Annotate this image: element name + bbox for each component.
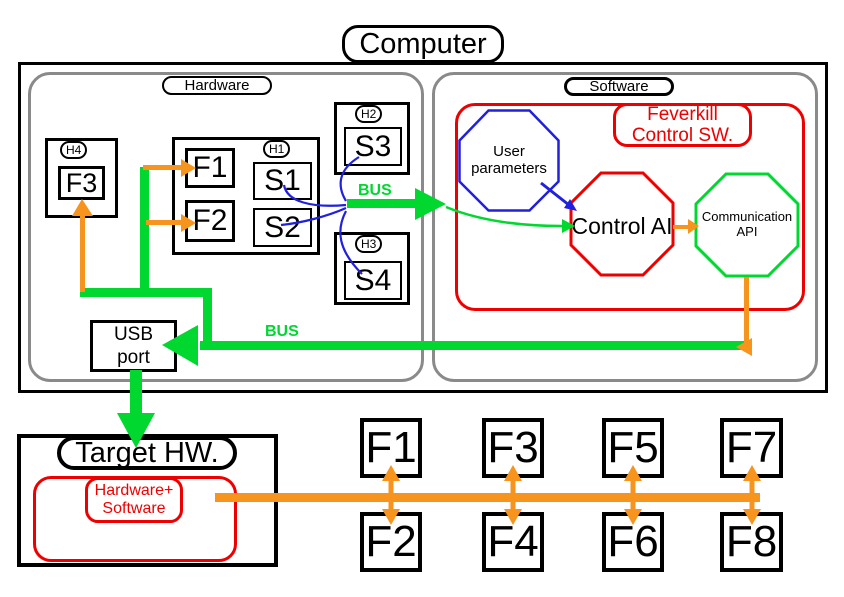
usb-label-line2: port	[117, 347, 150, 368]
h3-tag: H3	[355, 235, 383, 253]
s4-box: S4	[344, 261, 402, 300]
fbox-f6-label: F6	[607, 517, 659, 566]
software-panel-label: Software	[589, 78, 649, 95]
h2-tag: H2	[355, 105, 383, 123]
fbox-f8-label: F8	[725, 517, 778, 566]
s1-box: S1	[253, 162, 312, 200]
f2-box: F2	[185, 200, 235, 242]
target-inner-label-frame: Hardware+ Software	[85, 477, 183, 523]
fbox-f2-label: F2	[365, 517, 417, 566]
s2-box: S2	[253, 208, 312, 247]
bus-label-bottom: BUS	[265, 323, 299, 340]
software-panel-label-frame: Software	[564, 77, 674, 96]
target-inner-line1: Hardware+	[94, 482, 174, 499]
fbox-f3-label: F3	[487, 423, 539, 472]
fbox-f4: F4	[482, 512, 544, 572]
software-panel	[432, 72, 818, 382]
target-inner-line2: Software	[102, 500, 166, 517]
user-parameters-label: User parameters	[471, 143, 547, 178]
f2-label: F2	[192, 204, 228, 237]
h4-tag: H4	[60, 141, 88, 159]
user-parameters-line1: User	[493, 142, 525, 160]
s1-label: S1	[264, 164, 301, 197]
fbox-f6: F6	[602, 512, 664, 572]
s3-label: S3	[354, 129, 392, 163]
feverkill-label-frame: Feverkill Control SW.	[613, 103, 752, 147]
communication-api-label: Communication API	[701, 209, 793, 240]
bus-label-top: BUS	[358, 182, 392, 199]
fbox-f4-label: F4	[487, 517, 539, 566]
h1-tag: H1	[263, 140, 291, 158]
control-ai-label: Control AI	[571, 212, 673, 239]
fbox-f5: F5	[602, 418, 664, 478]
fbox-f2: F2	[360, 512, 422, 572]
s3-box: S3	[344, 127, 402, 166]
usb-label-line1: USB	[113, 324, 154, 345]
communication-api-line2: API	[736, 224, 758, 239]
feverkill-label-line1: Feverkill	[647, 104, 718, 125]
s4-label: S4	[354, 263, 392, 297]
communication-api-line1: Communication	[701, 209, 793, 225]
f3-label: F3	[65, 167, 98, 198]
computer-title-frame: Computer	[342, 25, 504, 63]
fbox-f1-label: F1	[365, 423, 417, 472]
fbox-f7: F7	[720, 418, 783, 478]
fbox-f3: F3	[482, 418, 544, 478]
f1-box: F1	[185, 148, 235, 188]
computer-title: Computer	[359, 27, 487, 60]
fbox-f1: F1	[360, 418, 422, 478]
hardware-panel-label-frame: Hardware	[162, 76, 272, 95]
fbox-f8: F8	[720, 512, 783, 572]
target-hw-label-frame: Target HW.	[57, 436, 237, 470]
f1-label: F1	[192, 151, 228, 184]
fbox-f5-label: F5	[607, 423, 659, 472]
feverkill-label-line2: Control SW.	[631, 125, 734, 146]
s2-label: S2	[264, 210, 301, 244]
hardware-panel-label: Hardware	[184, 77, 250, 94]
target-hw-label: Target HW.	[75, 436, 219, 469]
fbox-f7-label: F7	[725, 423, 778, 472]
target-bus-line	[215, 493, 760, 502]
f3-box: F3	[58, 166, 105, 200]
hardware-panel	[28, 72, 424, 382]
usb-port-box: USB port	[90, 320, 177, 372]
user-parameters-line2: parameters	[471, 160, 547, 177]
